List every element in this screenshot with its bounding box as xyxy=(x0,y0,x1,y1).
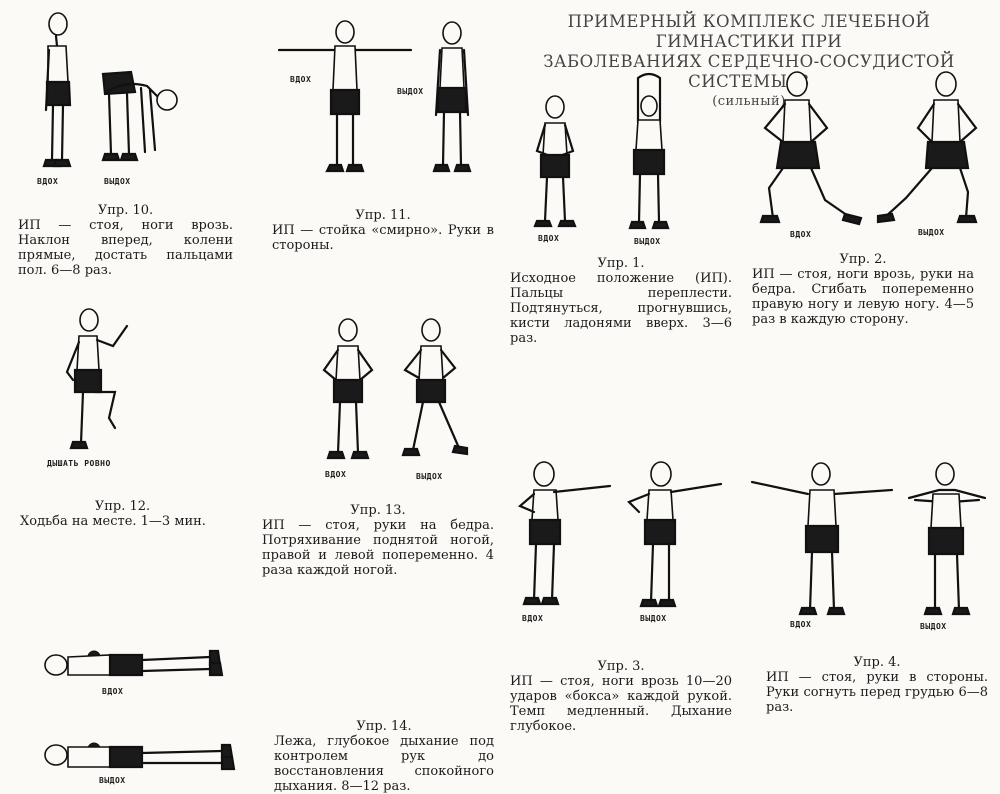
exercise-12-text: Ходьба на месте. 1—3 мин. xyxy=(20,514,206,529)
exercise-4-label: Упр. 4. xyxy=(853,655,901,670)
exercise-10-exhale-tag: ВЫДОХ xyxy=(104,177,131,186)
exercise-10-figure-bend xyxy=(95,70,185,165)
exercise-2-exhale-tag: ВЫДОХ xyxy=(918,228,945,237)
exercise-2-figure-lunge-left xyxy=(876,70,986,230)
exercise-4-caption: Упр. 4. ИП — стоя, руки в стороны. Руки … xyxy=(766,655,988,715)
exercise-1-inhale-tag: ВДОХ xyxy=(538,234,560,243)
title-line-3: (сильный) xyxy=(712,94,786,109)
exercise-1-exhale-tag: ВЫДОХ xyxy=(634,237,661,246)
exercise-1-label: Упр. 1. xyxy=(597,256,645,271)
exercise-12-breathe-tag: ДЫШАТЬ РОВНО xyxy=(47,459,111,468)
exercise-11-caption: Упр. 11. ИП — стойка «смирно». Руки в ст… xyxy=(272,208,494,253)
exercise-3-caption: Упр. 3. ИП — стоя, ноги врозь 10—20 удар… xyxy=(510,659,732,734)
exercise-13-figure-hands-hips xyxy=(318,318,378,463)
exercise-11-label: Упр. 11. xyxy=(355,208,411,223)
exercise-14-caption: Упр. 14. Лежа, глубокое дыхание под конт… xyxy=(274,719,494,794)
exercise-11-inhale-tag: ВДОХ xyxy=(290,75,312,84)
exercise-13-inhale-tag: ВДОХ xyxy=(325,470,347,479)
exercise-1-text: Исходное положение (ИП). Пальцы переплес… xyxy=(510,271,732,346)
exercise-3-label: Упр. 3. xyxy=(597,659,645,674)
exercise-13-text: ИП — стоя, руки на бедра. Потряхивание п… xyxy=(262,518,494,578)
exercise-14-inhale-tag: ВДОХ xyxy=(102,687,124,696)
exercise-12-caption: Упр. 12. Ходьба на месте. 1—3 мин. xyxy=(20,499,225,529)
exercise-10-figure-standing xyxy=(30,10,80,170)
exercise-4-text: ИП — стоя, руки в стороны. Руки согнуть … xyxy=(766,670,988,715)
exercise-12-figure-march xyxy=(55,308,140,453)
exercise-12-label: Упр. 12. xyxy=(94,499,151,514)
exercise-10-inhale-tag: ВДОХ xyxy=(37,177,59,186)
exercise-10-caption: Упр. 10. ИП — стоя, ноги врозь. Наклон в… xyxy=(18,203,233,278)
exercise-2-figure-lunge-right xyxy=(755,70,865,230)
exercise-13-caption: Упр. 13. ИП — стоя, руки на бедра. Потря… xyxy=(262,503,494,578)
exercise-13-label: Упр. 13. xyxy=(350,503,406,518)
exercise-13-exhale-tag: ВЫДОХ xyxy=(416,472,443,481)
exercise-10-text: ИП — стоя, ноги врозь. Наклон вперед, ко… xyxy=(18,218,233,278)
exercise-14-figure-lying-inhale xyxy=(42,645,232,685)
exercise-13-figure-leg-shake xyxy=(395,318,475,463)
exercise-11-exhale-tag: ВЫДОХ xyxy=(397,87,424,96)
exercise-3-inhale-tag: ВДОХ xyxy=(522,614,544,623)
title-line-2: ЗАБОЛЕВАНИЯХ СЕРДЕЧНО-СОСУДИСТОЙ СИСТЕМЫ… xyxy=(543,52,955,91)
exercise-14-exhale-tag: ВЫДОХ xyxy=(99,776,126,785)
exercise-1-figure-start xyxy=(525,95,585,230)
exercise-2-label: Упр. 2. xyxy=(839,252,887,267)
exercise-4-figure-arms-out xyxy=(748,460,898,620)
exercise-2-text: ИП — стоя, ноги врозь, руки на бедра. Сг… xyxy=(752,267,974,327)
exercise-14-text: Лежа, глубокое дыхание под контролем рук… xyxy=(274,734,494,794)
exercise-11-text: ИП — стойка «смирно». Руки в стороны. xyxy=(272,223,494,253)
exercise-14-figure-lying-exhale xyxy=(42,735,242,775)
exercise-11-figure-arms-out xyxy=(275,20,415,175)
exercise-4-inhale-tag: ВДОХ xyxy=(790,620,812,629)
exercise-3-figure-punch-left xyxy=(625,460,735,610)
exercise-11-figure-attention xyxy=(428,20,478,175)
exercise-14-label: Упр. 14. xyxy=(356,719,412,734)
exercise-1-figure-stretch xyxy=(624,70,674,230)
exercise-4-figure-arms-bent xyxy=(905,460,990,620)
exercise-3-figure-punch-right xyxy=(510,460,620,610)
exercise-2-caption: Упр. 2. ИП — стоя, ноги врозь, руки на б… xyxy=(752,252,974,327)
exercise-1-caption: Упр. 1. Исходное положение (ИП). Пальцы … xyxy=(510,256,732,346)
exercise-10-label: Упр. 10. xyxy=(97,203,154,218)
title-line-1: ПРИМЕРНЫЙ КОМПЛЕКС ЛЕЧЕБНОЙ ГИМНАСТИКИ П… xyxy=(567,12,931,51)
exercise-2-inhale-tag: ВДОХ xyxy=(790,230,812,239)
exercise-3-exhale-tag: ВЫДОХ xyxy=(640,614,667,623)
exercise-4-exhale-tag: ВЫДОХ xyxy=(920,622,947,631)
exercise-3-text: ИП — стоя, ноги врозь 10—20 ударов «бокс… xyxy=(510,674,732,734)
page-title: ПРИМЕРНЫЙ КОМПЛЕКС ЛЕЧЕБНОЙ ГИМНАСТИКИ П… xyxy=(504,12,994,112)
